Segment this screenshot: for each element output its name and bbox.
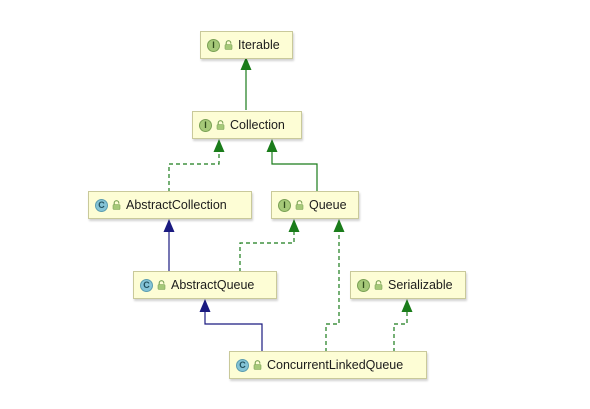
node-label: Collection bbox=[230, 118, 285, 132]
edge-collection-iterable bbox=[240, 57, 252, 110]
arrowhead bbox=[266, 139, 278, 152]
edge-concurrentlinkedqueue-queue bbox=[325, 219, 345, 352]
arrowhead bbox=[240, 57, 252, 70]
node-label: AbstractQueue bbox=[171, 278, 255, 292]
node-collection[interactable]: I Collection bbox=[192, 111, 302, 139]
edge-abstractqueue-queue bbox=[239, 219, 300, 272]
edge-concurrentlinkedqueue-serializable bbox=[393, 299, 413, 352]
node-serializable[interactable]: I Serializable bbox=[350, 271, 466, 299]
arrowhead bbox=[163, 219, 175, 232]
interface-badge-icon: I bbox=[199, 118, 212, 132]
node-label: AbstractCollection bbox=[126, 198, 227, 212]
arrowhead bbox=[333, 219, 345, 232]
lock-icon bbox=[157, 280, 166, 290]
lock-icon bbox=[224, 40, 233, 50]
node-label: Serializable bbox=[388, 278, 453, 292]
arrowhead bbox=[401, 299, 413, 312]
lock-icon bbox=[112, 200, 121, 210]
node-concurrent-linked-queue[interactable]: C ConcurrentLinkedQueue bbox=[229, 351, 427, 379]
edge-abstractcollection-collection bbox=[168, 139, 225, 192]
class-badge-icon: C bbox=[95, 198, 108, 212]
class-badge-icon: C bbox=[140, 278, 153, 292]
node-abstract-queue[interactable]: C AbstractQueue bbox=[133, 271, 277, 299]
arrowhead bbox=[199, 299, 211, 312]
edge-abstractqueue-abstractcollection bbox=[163, 219, 175, 272]
node-label: Iterable bbox=[238, 38, 280, 52]
node-abstract-collection[interactable]: C AbstractCollection bbox=[88, 191, 252, 219]
lock-icon bbox=[253, 360, 262, 370]
node-iterable[interactable]: I Iterable bbox=[200, 31, 293, 59]
edge-concurrentlinkedqueue-abstractqueue bbox=[199, 299, 263, 352]
arrowhead bbox=[288, 219, 300, 232]
lock-icon bbox=[374, 280, 383, 290]
arrowhead bbox=[213, 139, 225, 152]
node-queue[interactable]: I Queue bbox=[271, 191, 359, 219]
interface-badge-icon: I bbox=[278, 198, 291, 212]
interface-badge-icon: I bbox=[357, 278, 370, 292]
node-label: ConcurrentLinkedQueue bbox=[267, 358, 404, 372]
interface-badge-icon: I bbox=[207, 38, 220, 52]
edge-queue-collection bbox=[266, 139, 318, 192]
lock-icon bbox=[216, 120, 225, 130]
lock-icon bbox=[295, 200, 304, 210]
class-badge-icon: C bbox=[236, 358, 249, 372]
node-label: Queue bbox=[309, 198, 347, 212]
